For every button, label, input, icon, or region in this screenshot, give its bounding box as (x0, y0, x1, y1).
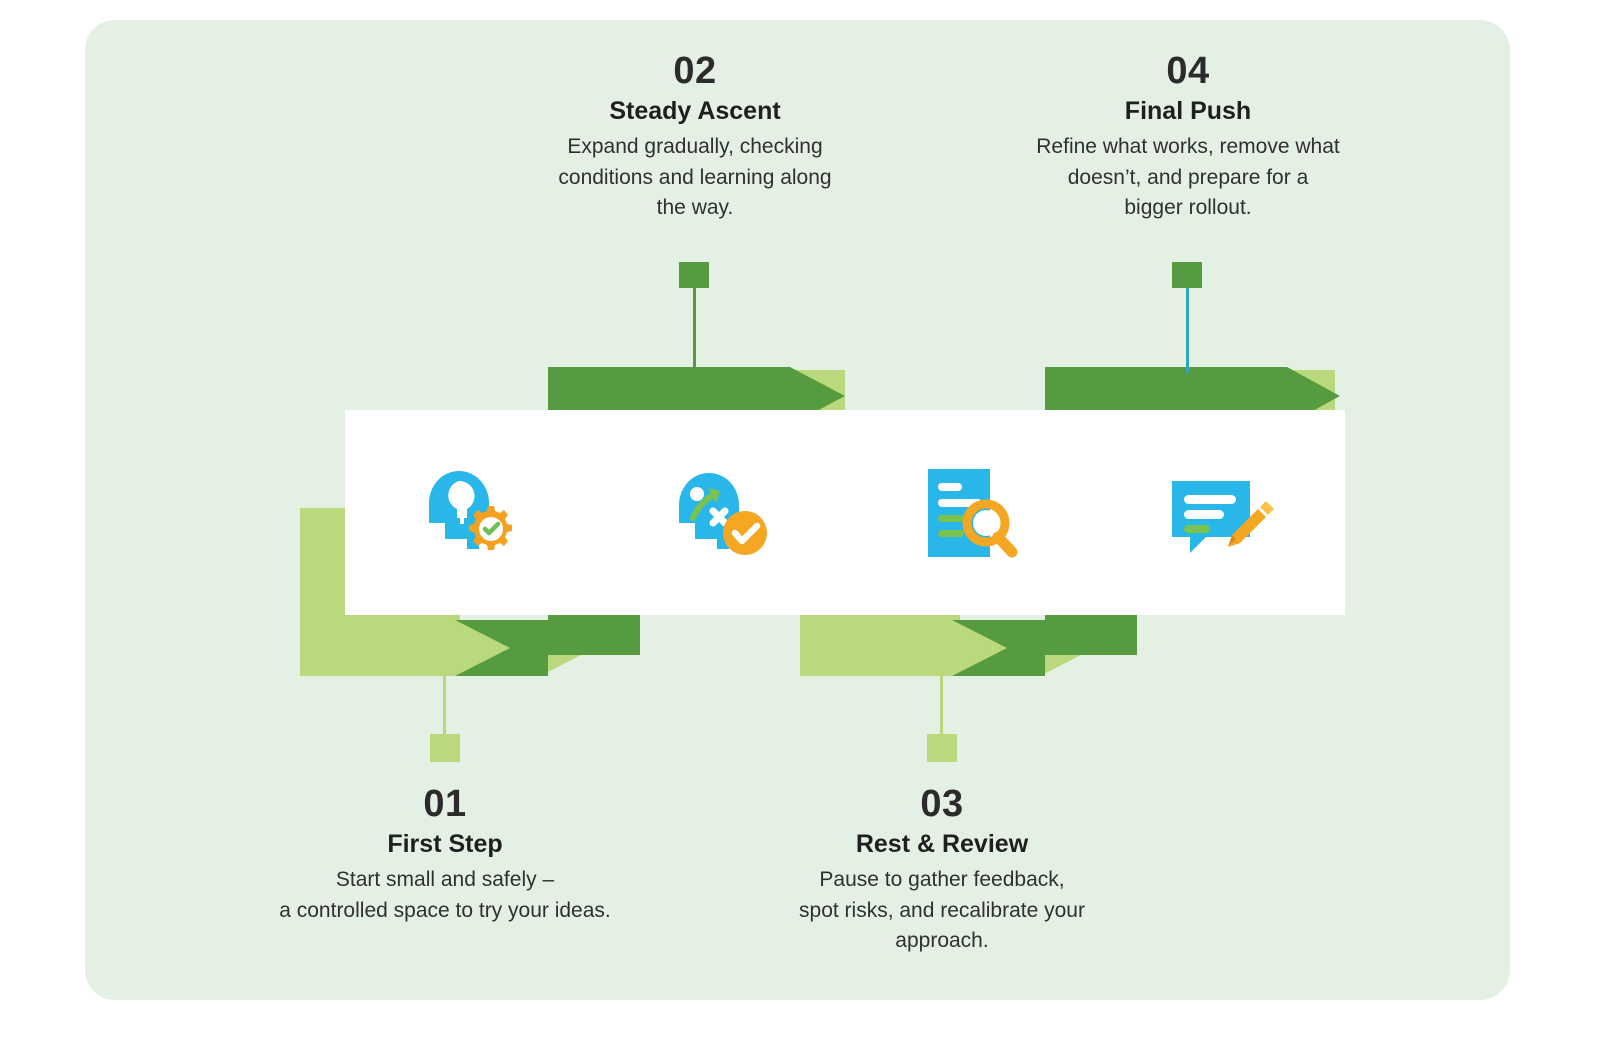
connector-square-04 (1172, 262, 1202, 288)
step-title-02: Steady Ascent (609, 96, 781, 125)
head-lightbulb-gear-check-icon (429, 470, 512, 550)
step-description-04: Refine what works, remove what doesn’t, … (1036, 135, 1340, 220)
step-number-03: 03 (920, 783, 964, 825)
step-text-03: 03 Rest & Review Pause to gather feedbac… (747, 783, 1137, 957)
connector-line-04 (1186, 285, 1189, 373)
step-text-01: 01 First Step Start small and safely – a… (250, 783, 640, 926)
connector-square-02 (679, 262, 709, 288)
speech-bubble-pencil-icon (1172, 480, 1274, 553)
icon-card-1 (345, 410, 595, 615)
connector-square-01 (430, 734, 460, 762)
connector-line-02 (693, 285, 696, 373)
icon-card-2 (595, 410, 845, 615)
step-description-01: Start small and safely – a controlled sp… (279, 868, 611, 922)
step-title-04: Final Push (1124, 96, 1252, 125)
connector-square-03 (927, 734, 957, 762)
step-description-03: Pause to gather feedback, spot risks, an… (799, 868, 1085, 953)
connector-line-03 (940, 676, 943, 736)
step-text-02: 02 Steady Ascent Expand gradually, check… (500, 50, 890, 224)
step-number-01: 01 (423, 783, 467, 825)
dark-band-1-foot (455, 620, 548, 676)
connector-line-01 (443, 676, 446, 736)
head-arrow-x-check-icon (679, 472, 767, 555)
dark-band-2-foot (952, 620, 1045, 676)
step-description-02: Expand gradually, checking conditions an… (558, 135, 832, 220)
step-number-04: 04 (1166, 50, 1210, 92)
document-magnifier-icon (928, 468, 1018, 557)
step-text-04: 04 Final Push Refine what works, remove … (993, 50, 1383, 224)
step-title-03: Rest & Review (855, 829, 1029, 858)
step-title-01: First Step (387, 829, 503, 858)
step-number-02: 02 (673, 50, 717, 92)
icon-card-4 (1095, 410, 1345, 615)
icon-card-3 (845, 410, 1095, 615)
